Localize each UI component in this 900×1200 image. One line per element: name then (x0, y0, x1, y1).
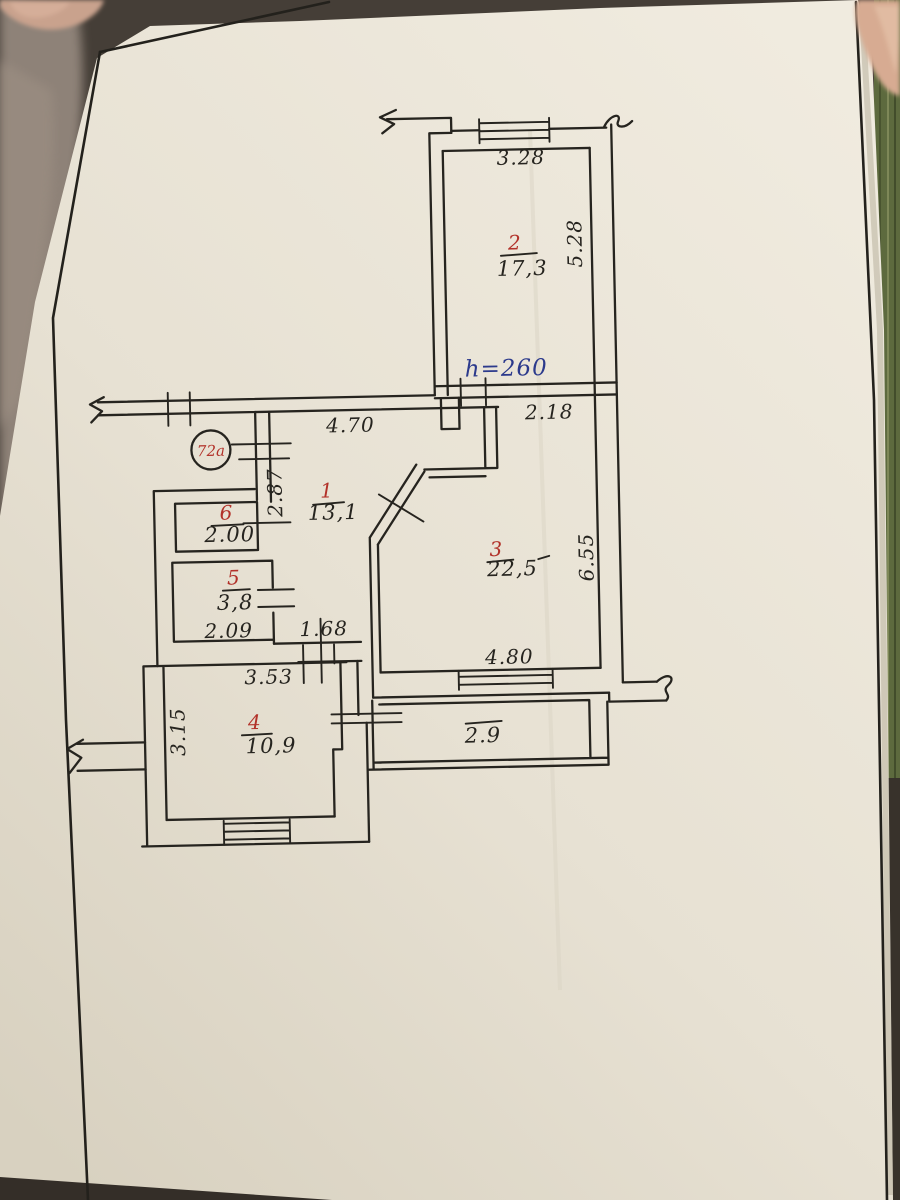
dim-room2-width: 3.28 (496, 145, 545, 170)
dim-passage: 1.68 (299, 616, 348, 641)
walls-wet-rooms (171, 500, 296, 643)
room-3-underline (486, 558, 515, 564)
room-6-number: 6 (219, 501, 233, 525)
wall-break-zigzag-left (88, 396, 105, 424)
room-4-underline (240, 732, 273, 737)
room-6-underline (210, 523, 245, 527)
room-2-area: 17,3 (497, 256, 548, 281)
room-5-underline (221, 588, 251, 592)
dim-room3-bottom: 4.80 (484, 644, 534, 669)
walls-room2 (378, 108, 634, 684)
room-2-number: 2 (507, 230, 522, 254)
apartment-number-badge: 72а (190, 429, 232, 471)
diagonal-door-cross-tick (377, 493, 425, 523)
window-kitchen (222, 818, 292, 846)
balcony-area-overline (464, 719, 503, 725)
room-4-number: 4 (247, 710, 262, 734)
window-room2 (478, 116, 551, 145)
room-3-area-dash (537, 554, 551, 561)
entrance-door-ticks (166, 391, 192, 427)
room-4-area: 10,9 (245, 733, 296, 758)
apartment-door-ticks (230, 442, 292, 461)
room-3-number: 3 (489, 537, 503, 561)
room-6-area: 2.00 (203, 522, 255, 547)
wall-break-zigzag-kitchen (65, 738, 85, 775)
wc-door-tick (242, 521, 292, 525)
room-1-number: 1 (320, 478, 334, 502)
walls-kitchen (65, 661, 371, 848)
dim-room3-depth: 6.55 (574, 533, 599, 582)
door-ticks-room2 (459, 377, 487, 407)
walls-balcony (366, 698, 610, 771)
height-note: h=260 (465, 355, 549, 383)
bath-door-ticks (256, 588, 296, 608)
dim-kitchen-width: 3.53 (244, 664, 293, 689)
room-3-area: 22,5 (486, 556, 538, 581)
dim-bath-width: 2.09 (203, 618, 253, 643)
page-border (51, 0, 889, 1200)
dim-hall-left: 2.87 (262, 468, 287, 518)
walls-hall-top (88, 391, 500, 427)
finger-top-right (855, 0, 900, 96)
paper-edge-shadow (859, 9, 893, 1196)
wall-break-zigzag-top (378, 108, 397, 135)
walls-room3 (368, 537, 673, 703)
wall-break-s-top-right (603, 114, 634, 128)
walls-room3-nook (368, 405, 499, 546)
room-5-area: 3,8 (217, 590, 254, 615)
window-room3-balcony (457, 667, 554, 691)
dim-room3-nook: 2.18 (524, 399, 574, 424)
balcony-area: 2.9 (463, 723, 501, 748)
wall-break-s-right (655, 675, 673, 702)
finger-top-left (0, 0, 104, 30)
carpet-texture-highlight (0, 60, 54, 430)
floor-plan-drawing: 72а 3.28 5.28 2 17,3 h=260 4.70 2.87 1 1… (65, 108, 673, 848)
room-1-area: 13,1 (308, 500, 359, 525)
paper-crease (528, 129, 562, 991)
room-2-underline (499, 252, 538, 257)
dim-kitchen-depth: 3.15 (165, 707, 190, 756)
room-5-number: 5 (227, 565, 241, 589)
apartment-number-circle (190, 429, 232, 471)
room-1-underline (312, 501, 345, 506)
dim-room2-depth: 5.28 (562, 219, 587, 268)
dim-hall-width: 4.70 (325, 413, 375, 438)
apartment-number: 72а (197, 442, 225, 461)
